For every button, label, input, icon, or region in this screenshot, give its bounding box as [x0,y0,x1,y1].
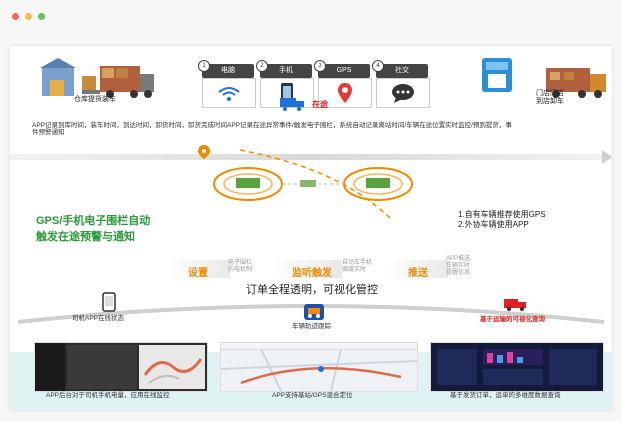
geofence-pin-icon [198,145,210,159]
geofence-diagram [213,149,413,219]
step-monitor: 监听触发 [292,268,332,279]
step-monitor-note: 自动车手机 调度实时 [342,260,373,274]
close-dot[interactable] [12,13,19,20]
step-setup-note: 电子围栏 的电机制 [228,260,253,274]
category-label: 手机 [279,67,293,74]
visual-query-label: 基于运输的可视化查询 [480,316,545,323]
category-label: GPS [336,67,352,74]
store-unloading-illustration [482,58,606,98]
delivery-truck-icon [280,98,304,111]
step-push: 推送 [408,268,428,279]
in-transit-label: 在途 [312,100,328,109]
warehouse-loading-illustration [40,58,154,98]
location-map-caption: APP支持基站/GPS混合定位 [272,392,353,399]
app-backend-screenshot [34,342,208,392]
app-backend-caption: APP后台对于司机手机电量，应用在线监控 [46,392,170,399]
minimize-dot[interactable] [25,13,32,20]
wifi-icon [218,87,240,101]
warehouse-label: 仓库提货装车 [74,96,116,103]
maximize-dot[interactable] [38,13,45,20]
vehicle-track-icon [304,304,324,320]
process-description: APP记录到库时间，装车时间，到达时间，卸货时间，卸货完成时间APP记录在途异常… [32,122,512,137]
step-setup: 设置 [188,268,208,279]
transport-road [10,154,612,160]
vehicle-notes: 1.自有车辆推荐使用GPS 2.外协车辆使用APP [458,210,546,230]
geofence-headline: GPS/手机电子围栏自动 触发在途预警与通知 [36,215,151,243]
map-pin-icon [338,83,352,103]
driver-app-status-label: 司机APP在线状态 [72,315,125,322]
chat-bubble-icon [392,84,414,103]
location-map-screenshot [220,342,418,392]
road-arrow-icon [602,150,612,164]
step-push-note: APP推送 车辆实时 提醒信息 [446,256,471,277]
data-query-caption: 基于发货订单，运单的多维度数据查询 [450,392,561,399]
store-label: 门店门店 到店卸车 [536,90,564,106]
visibility-headline: 订单全程透明，可视化管控 [246,284,378,296]
delivery-van-icon [504,299,526,311]
category-label: 电脑 [221,67,235,74]
category-label: 社交 [395,67,409,74]
phone-status-icon [102,292,116,312]
vehicle-track-label: 车辆轨迹跟踪 [292,323,331,330]
window-controls [12,13,45,20]
data-query-screenshot [430,342,604,392]
